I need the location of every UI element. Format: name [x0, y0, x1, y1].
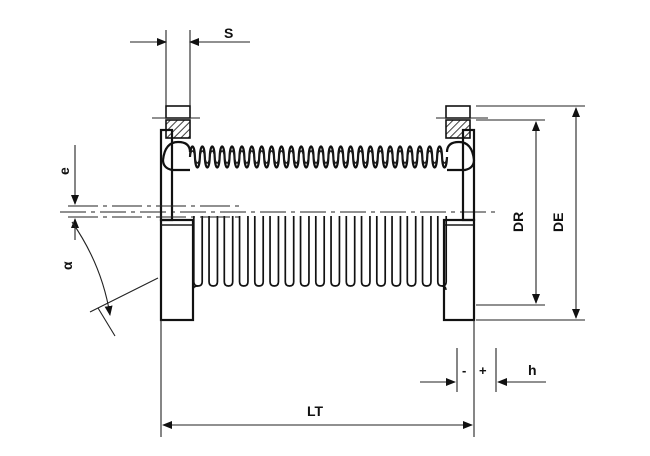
- label-lt: LT: [307, 403, 324, 419]
- convolution: [345, 216, 356, 287]
- bellows-convolutions: [192, 216, 448, 291]
- bellows-section: [161, 140, 476, 172]
- convolution: [253, 216, 265, 287]
- convolution: [375, 216, 387, 287]
- label-alpha: α: [59, 261, 75, 270]
- convolution: [269, 216, 280, 287]
- convolution: [208, 216, 219, 287]
- label-minus: -: [462, 363, 466, 378]
- dimension-s: S: [130, 25, 250, 106]
- label-e: e: [56, 167, 72, 175]
- dimension-alpha: α: [59, 221, 159, 337]
- convolution: [192, 216, 204, 287]
- left-flange: [159, 128, 195, 322]
- label-plus: +: [479, 363, 487, 378]
- left-flange-ring: [152, 105, 200, 139]
- convolution: [238, 216, 249, 287]
- dimension-lt: LT: [160, 320, 475, 437]
- right-flange: [442, 128, 476, 322]
- convolution: [330, 216, 341, 287]
- label-de: DE: [550, 213, 566, 232]
- convolution: [314, 216, 326, 287]
- convolution: [284, 216, 295, 287]
- dimension-e: e: [56, 145, 240, 240]
- convolution: [391, 216, 402, 287]
- convolution: [406, 216, 417, 287]
- label-s: S: [224, 25, 233, 41]
- label-h: h: [528, 362, 537, 378]
- convolution-outline: [192, 285, 447, 291]
- convolution: [299, 216, 310, 287]
- dimension-h: - + h: [420, 348, 546, 392]
- convolution: [223, 216, 234, 287]
- convolution: [360, 216, 371, 287]
- dimension-dr-de: DR DE: [476, 105, 585, 321]
- convolution: [421, 216, 432, 287]
- right-flange-ring: [436, 105, 488, 139]
- label-dr: DR: [510, 212, 526, 232]
